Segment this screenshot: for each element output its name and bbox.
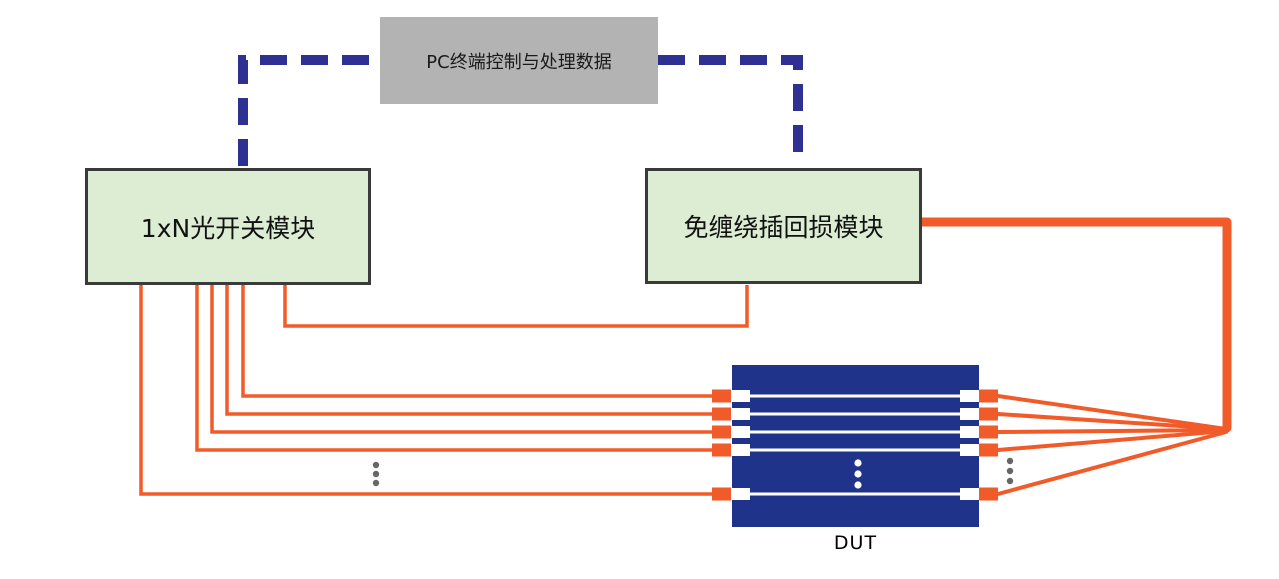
dut-return-fiber-n	[996, 430, 1228, 496]
dut-return-fiber-3	[996, 428, 1228, 434]
dut-right-connector-2	[979, 407, 998, 421]
dut-caption: DUT	[833, 532, 878, 554]
dut-right-ferrule-2	[960, 408, 979, 420]
pc-control-box-label: PC终端控制与处理数据	[426, 51, 612, 73]
switch-to-loss-fiber	[283, 284, 749, 328]
dut-left-connector-1	[712, 389, 731, 403]
dut-left-ferrule-n	[731, 488, 750, 500]
switch-output-fiber-2	[225, 284, 713, 416]
dut-left-ferrule-3	[731, 426, 750, 438]
loss-module-label: 免缠绕插回损模块	[683, 213, 884, 242]
optical-switch-module-box: 1xN光开关模块	[85, 168, 371, 285]
dut-right-ferrule-3	[960, 426, 979, 438]
switch-output-fiber-4	[195, 284, 713, 452]
dut-left-connector-n	[712, 487, 731, 501]
dut-right-ferrule-n	[960, 488, 979, 500]
loss-module-box: 免缠绕插回损模块	[645, 168, 922, 284]
optical-switch-module-label: 1xN光开关模块	[140, 213, 316, 243]
dut-right-ferrule-4	[960, 444, 979, 456]
dut-box	[732, 365, 979, 527]
pc-to-loss-dashed-link	[658, 55, 803, 166]
dut-return-fiber-2	[996, 412, 1228, 431]
pc-control-box: PC终端控制与处理数据	[380, 17, 658, 104]
dut-left-ferrule-1	[731, 390, 750, 402]
loss-module-thick-return-fiber	[917, 217, 1232, 433]
dut-channels-ellipsis-dots-icon	[854, 459, 862, 489]
dut-right-ferrule-1	[960, 390, 979, 402]
dut-return-fiber-1	[996, 394, 1228, 431]
dut-left-connector-3	[712, 425, 731, 439]
dut-left-ferrule-4	[731, 444, 750, 456]
dut-left-connector-4	[712, 443, 731, 457]
dut-left-connector-2	[712, 407, 731, 421]
dut-right-connector-3	[979, 425, 998, 439]
right-fibers-ellipsis-dots-icon	[1006, 457, 1014, 485]
switch-output-fiber-1	[241, 284, 713, 398]
pc-to-switch-dashed-link	[238, 55, 380, 166]
left-fibers-ellipsis-dots-icon	[372, 461, 380, 487]
dut-right-connector-4	[979, 443, 998, 457]
switch-output-fiber-n	[139, 284, 713, 496]
dut-right-connector-1	[979, 389, 998, 403]
dut-return-fiber-4	[996, 429, 1228, 452]
dut-left-ferrule-2	[731, 408, 750, 420]
dut-right-connector-n	[979, 487, 998, 501]
switch-output-fiber-3	[210, 284, 713, 434]
